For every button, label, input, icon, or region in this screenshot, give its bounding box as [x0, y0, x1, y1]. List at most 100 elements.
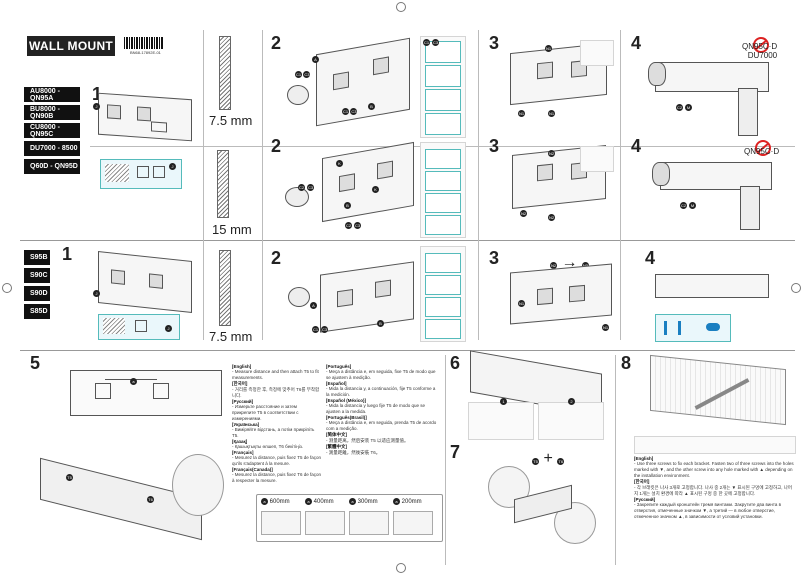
model-list-group1: AU8000 - QN95A BU8000 - QN90B CU8000 - Q…	[24, 87, 80, 174]
registration-mark-left	[2, 283, 12, 293]
part-label-A: A	[310, 302, 317, 309]
distance-value: 400mm	[313, 499, 334, 505]
part-callout-T5-T6: T5 + T6	[532, 450, 565, 467]
detail-column	[420, 246, 466, 342]
model-list-group2: S95B S90C S90D S85D	[24, 250, 50, 319]
divider	[20, 350, 795, 351]
detail-box: J	[98, 314, 180, 340]
language-heading: [Français]	[232, 450, 254, 455]
step-callout-2: 2	[568, 398, 575, 405]
wall-bracket	[740, 186, 760, 230]
spacer-part	[288, 287, 310, 307]
tv-back-illustration	[98, 251, 192, 313]
instruction-text: - Измерьте расстояние и затем прикрепите…	[232, 404, 299, 421]
model-tag: S90D	[24, 286, 50, 301]
step-number: 2	[271, 248, 282, 268]
instruction-text: - 测量距离，然后安装 T5 以适应测量值。	[326, 438, 409, 443]
instruction-text: - Meça a distância e, em seguida, fixe T…	[326, 369, 436, 380]
part-label-B: B	[344, 202, 351, 209]
knob-part	[652, 162, 670, 186]
step-number: 3	[489, 136, 500, 156]
thickness-label: 7.5 mm	[209, 329, 253, 344]
instructions-step5-col2: [Português] - Meça a distância e, em seg…	[326, 364, 438, 456]
part-label-N1: N1	[518, 300, 525, 307]
model-tag: CU8000 - QN95C	[24, 123, 80, 138]
part-label-N2: N2	[548, 150, 555, 157]
instruction-text: - Виміряйте відстань, а потім прикріпіть…	[232, 427, 315, 438]
spacer-part	[285, 187, 309, 207]
part-label-T5: T5	[66, 474, 73, 481]
wall-section	[217, 150, 229, 218]
language-heading: [简体中文]	[326, 432, 347, 437]
model-tag: DU7000 - 8500	[24, 141, 80, 156]
part-label-K: K	[372, 186, 379, 193]
page-title: WALL MOUNT	[27, 36, 115, 56]
wall-plate-illustration	[650, 354, 786, 426]
part-label-T6: T6	[147, 496, 154, 503]
prohibited-icon	[753, 37, 769, 53]
model-tag: S85D	[24, 304, 50, 319]
tv-back-diagram	[70, 370, 222, 416]
step-number: 1	[62, 244, 73, 264]
instruction-text: - Mida la distancia y, a continuación, f…	[326, 386, 436, 397]
instruction-text: - 거리를 측정한 후, 측정에 맞추어 T6를 부착합니다.	[232, 387, 320, 398]
part-label-N2: N2	[548, 214, 555, 221]
part-label-B: B	[368, 103, 375, 110]
part-label-K: K	[336, 160, 343, 167]
step-number: 8	[621, 353, 632, 373]
model-tag: AU8000 - QN95A	[24, 87, 80, 102]
part-label-N1: N1	[545, 45, 552, 52]
model-tag: S90C	[24, 268, 50, 283]
bracket-illustration	[660, 162, 772, 190]
level-detail	[172, 454, 224, 516]
excluded-models: QN95C·D DU7000	[742, 42, 778, 60]
part-callout-C1-C3: C1 C3	[342, 108, 358, 115]
language-heading: [Français(Canada)]	[232, 467, 273, 472]
divider	[20, 240, 795, 241]
instruction-text: - 각 브래킷은 나사 3개로 고정합니다. 나사 중 2개는 ▼ 표시된 구멍…	[634, 485, 793, 496]
divider	[478, 30, 479, 340]
detail-box	[580, 146, 614, 172]
thickness-label: 15 mm	[212, 222, 252, 237]
detail-column	[420, 142, 466, 238]
language-heading: [Қазақ]	[232, 439, 248, 444]
distance-value: 600mm	[269, 499, 290, 505]
part-label-N2: N2	[520, 210, 527, 217]
step-number: 2	[271, 33, 282, 53]
wall-section	[219, 250, 231, 326]
barcode	[124, 37, 164, 49]
divider	[203, 30, 204, 340]
detail-box	[655, 314, 731, 342]
model-tag: Q60D - QN95D	[24, 159, 80, 174]
barcode-text: BN68-17892E-01	[130, 50, 161, 55]
step-number: 4	[645, 248, 656, 268]
step-number: 3	[489, 33, 500, 53]
divider	[445, 355, 446, 565]
step-number: 3	[489, 248, 500, 268]
distance-options: a 600mm a 400mm a 300mm a 200mm	[256, 494, 443, 542]
instruction-text: - Mesurez la distance, puis fixez T6 de …	[232, 472, 321, 483]
tv-back-illustration	[316, 37, 410, 127]
language-heading: [Português]	[326, 364, 352, 369]
model-tag: BU8000 - QN90B	[24, 105, 80, 120]
registration-mark-bottom	[396, 563, 406, 573]
language-heading: [Español (México)]	[326, 398, 367, 403]
tv-back-illustration	[510, 263, 612, 325]
instruction-text: - Mesurez la distance, puis fixez T5 de …	[232, 455, 321, 466]
language-heading: [Русский]	[232, 399, 254, 404]
instruction-text: - Mida la distancia y luego fije T5 de m…	[326, 403, 425, 414]
instruction-text: - Закрепите каждый кронштейн тремя винта…	[634, 502, 782, 519]
language-heading: [Русский]	[634, 497, 656, 502]
instruction-text: - Use three screws to fix each bracket. …	[634, 461, 794, 478]
language-heading: [English]	[232, 364, 252, 369]
step-number: 1	[92, 84, 103, 104]
distance-label-a: a	[130, 378, 137, 385]
instructions-step5-col1: [English] - Measure distance and then at…	[232, 364, 322, 484]
instructions-step8: [English] - Use three screws to fix each…	[634, 456, 794, 520]
